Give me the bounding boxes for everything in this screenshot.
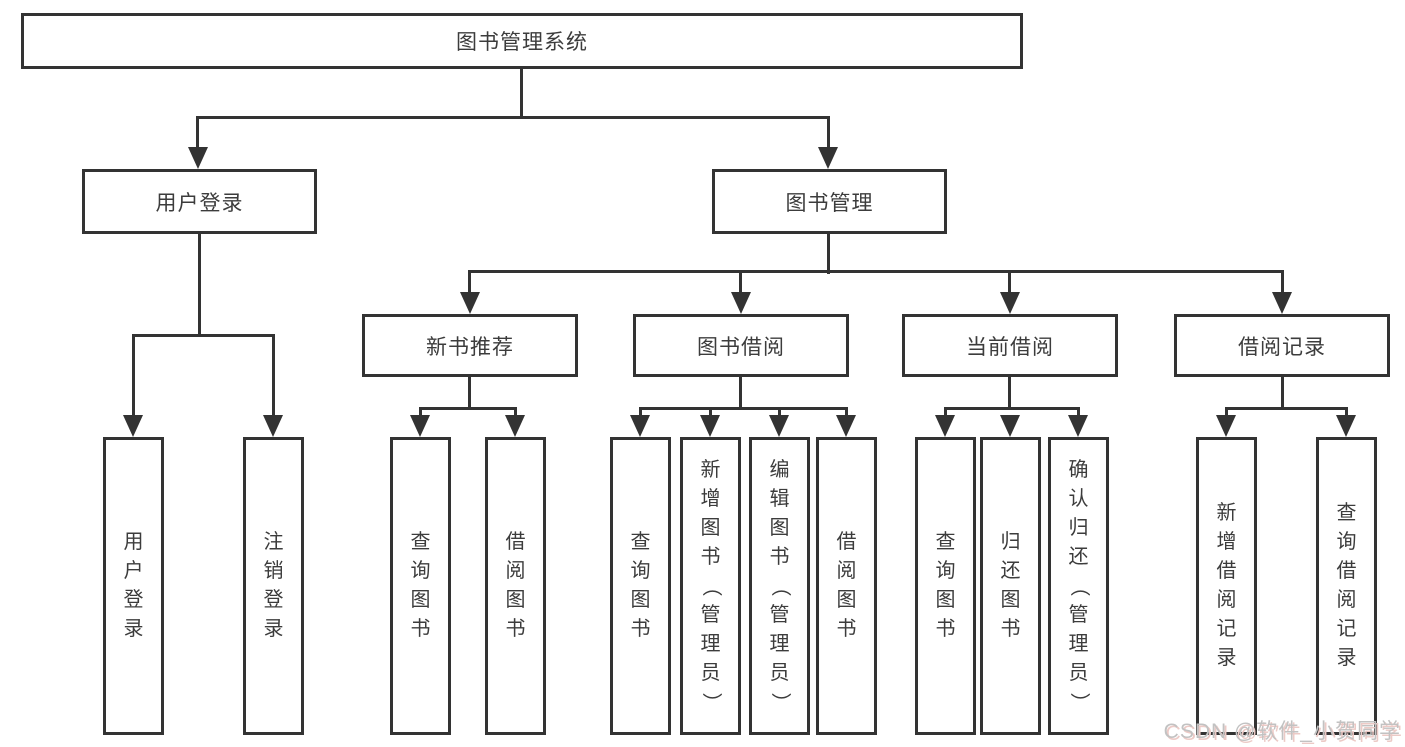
- node-label: 用户登录: [123, 531, 144, 640]
- node-label: 图书管理: [785, 191, 874, 215]
- node-label: 编辑图书（管理员）: [769, 458, 791, 713]
- connector-line: [639, 407, 642, 419]
- node-label: 查询图书: [935, 531, 956, 640]
- connector-line: [1281, 270, 1284, 294]
- node-label: 新增图书（管理员）: [700, 458, 722, 713]
- leaf-confirm-return-admin: 确认归还（管理员）: [1048, 437, 1109, 735]
- connector-line: [827, 234, 830, 274]
- connector-line: [1345, 407, 1348, 419]
- arrowhead-down-icon: [263, 415, 283, 437]
- node-label: 当前借阅: [966, 335, 1054, 359]
- connector-line: [709, 407, 712, 419]
- node-label: 新书推荐: [426, 335, 514, 359]
- leaf-return-books: 归还图书: [980, 437, 1041, 735]
- arrowhead-down-icon: [818, 147, 838, 169]
- connector-line: [132, 334, 135, 417]
- node-label: 注销登录: [263, 531, 284, 640]
- arrowhead-down-icon: [769, 415, 789, 437]
- leaf-edit-books-admin: 编辑图书（管理员）: [749, 437, 810, 735]
- arrowhead-down-icon: [630, 415, 650, 437]
- node-label: 查询借阅记录: [1336, 502, 1357, 669]
- node-label: 用户登录: [155, 191, 244, 215]
- node-label: 查询图书: [410, 531, 431, 640]
- arrowhead-down-icon: [1216, 415, 1236, 437]
- connector-line: [196, 116, 830, 119]
- arrowhead-down-icon: [700, 415, 720, 437]
- arrowhead-down-icon: [1000, 292, 1020, 314]
- leaf-add-books-admin: 新增图书（管理员）: [680, 437, 741, 735]
- node-user-login: 用户登录: [82, 169, 317, 234]
- node-label: 确认归还（管理员）: [1068, 458, 1090, 713]
- leaf-add-borrow-record: 新增借阅记录: [1196, 437, 1257, 735]
- node-label: 归还图书: [1000, 531, 1021, 640]
- node-borrowing-records: 借阅记录: [1174, 314, 1390, 377]
- connector-line: [132, 334, 275, 337]
- arrowhead-down-icon: [123, 415, 143, 437]
- connector-line: [827, 116, 830, 150]
- leaf-query-books-recommend: 查询图书: [390, 437, 451, 735]
- connector-line: [272, 334, 275, 417]
- connector-line: [944, 407, 947, 419]
- node-label: 借阅记录: [1238, 335, 1326, 359]
- node-label: 图书借阅: [697, 335, 785, 359]
- arrowhead-down-icon: [1068, 415, 1088, 437]
- connector-line: [1225, 407, 1228, 419]
- connector-line: [514, 407, 517, 419]
- arrowhead-down-icon: [1000, 415, 1020, 437]
- node-label: 查询图书: [630, 531, 651, 640]
- node-current-borrowing: 当前借阅: [902, 314, 1118, 377]
- connector-line: [198, 234, 201, 337]
- node-new-book-recommendation: 新书推荐: [362, 314, 578, 377]
- connector-line: [419, 407, 517, 410]
- connector-line: [778, 407, 781, 419]
- arrowhead-down-icon: [1336, 415, 1356, 437]
- connector-line: [639, 407, 848, 410]
- connector-line: [520, 69, 523, 119]
- arrowhead-down-icon: [505, 415, 525, 437]
- connector-line: [739, 377, 742, 410]
- arrowhead-down-icon: [188, 147, 208, 169]
- csdn-watermark: CSDN @软件_小贺同学: [1163, 720, 1401, 743]
- node-label: 借阅图书: [836, 531, 857, 640]
- arrowhead-down-icon: [1272, 292, 1292, 314]
- connector-line: [1077, 407, 1080, 419]
- node-book-borrowing: 图书借阅: [633, 314, 849, 377]
- arrowhead-down-icon: [935, 415, 955, 437]
- node-library-management-system: 图书管理系统: [21, 13, 1023, 69]
- leaf-logout: 注销登录: [243, 437, 304, 735]
- arrowhead-down-icon: [460, 292, 480, 314]
- connector-line: [468, 270, 471, 294]
- arrowhead-down-icon: [731, 292, 751, 314]
- connector-line: [1008, 270, 1011, 294]
- connector-line: [845, 407, 848, 419]
- connector-line: [739, 270, 742, 294]
- leaf-query-books-current: 查询图书: [915, 437, 976, 735]
- leaf-query-books-borrowing: 查询图书: [610, 437, 671, 735]
- leaf-user-login: 用户登录: [103, 437, 164, 735]
- connector-line: [1281, 377, 1284, 410]
- connector-line: [196, 116, 199, 150]
- leaf-borrow-books: 借阅图书: [816, 437, 877, 735]
- arrowhead-down-icon: [836, 415, 856, 437]
- node-label: 新增借阅记录: [1216, 502, 1237, 669]
- node-label: 借阅图书: [505, 531, 526, 640]
- connector-line: [1008, 377, 1011, 410]
- connector-line: [419, 407, 422, 419]
- leaf-query-borrow-record: 查询借阅记录: [1316, 437, 1377, 735]
- node-label: 图书管理系统: [456, 31, 588, 54]
- node-book-management: 图书管理: [712, 169, 947, 234]
- connector-line: [468, 377, 471, 410]
- arrowhead-down-icon: [410, 415, 430, 437]
- leaf-borrow-books-recommend: 借阅图书: [485, 437, 546, 735]
- connector-line: [1225, 407, 1348, 410]
- connector-line: [468, 270, 1284, 273]
- connector-line: [944, 407, 1080, 410]
